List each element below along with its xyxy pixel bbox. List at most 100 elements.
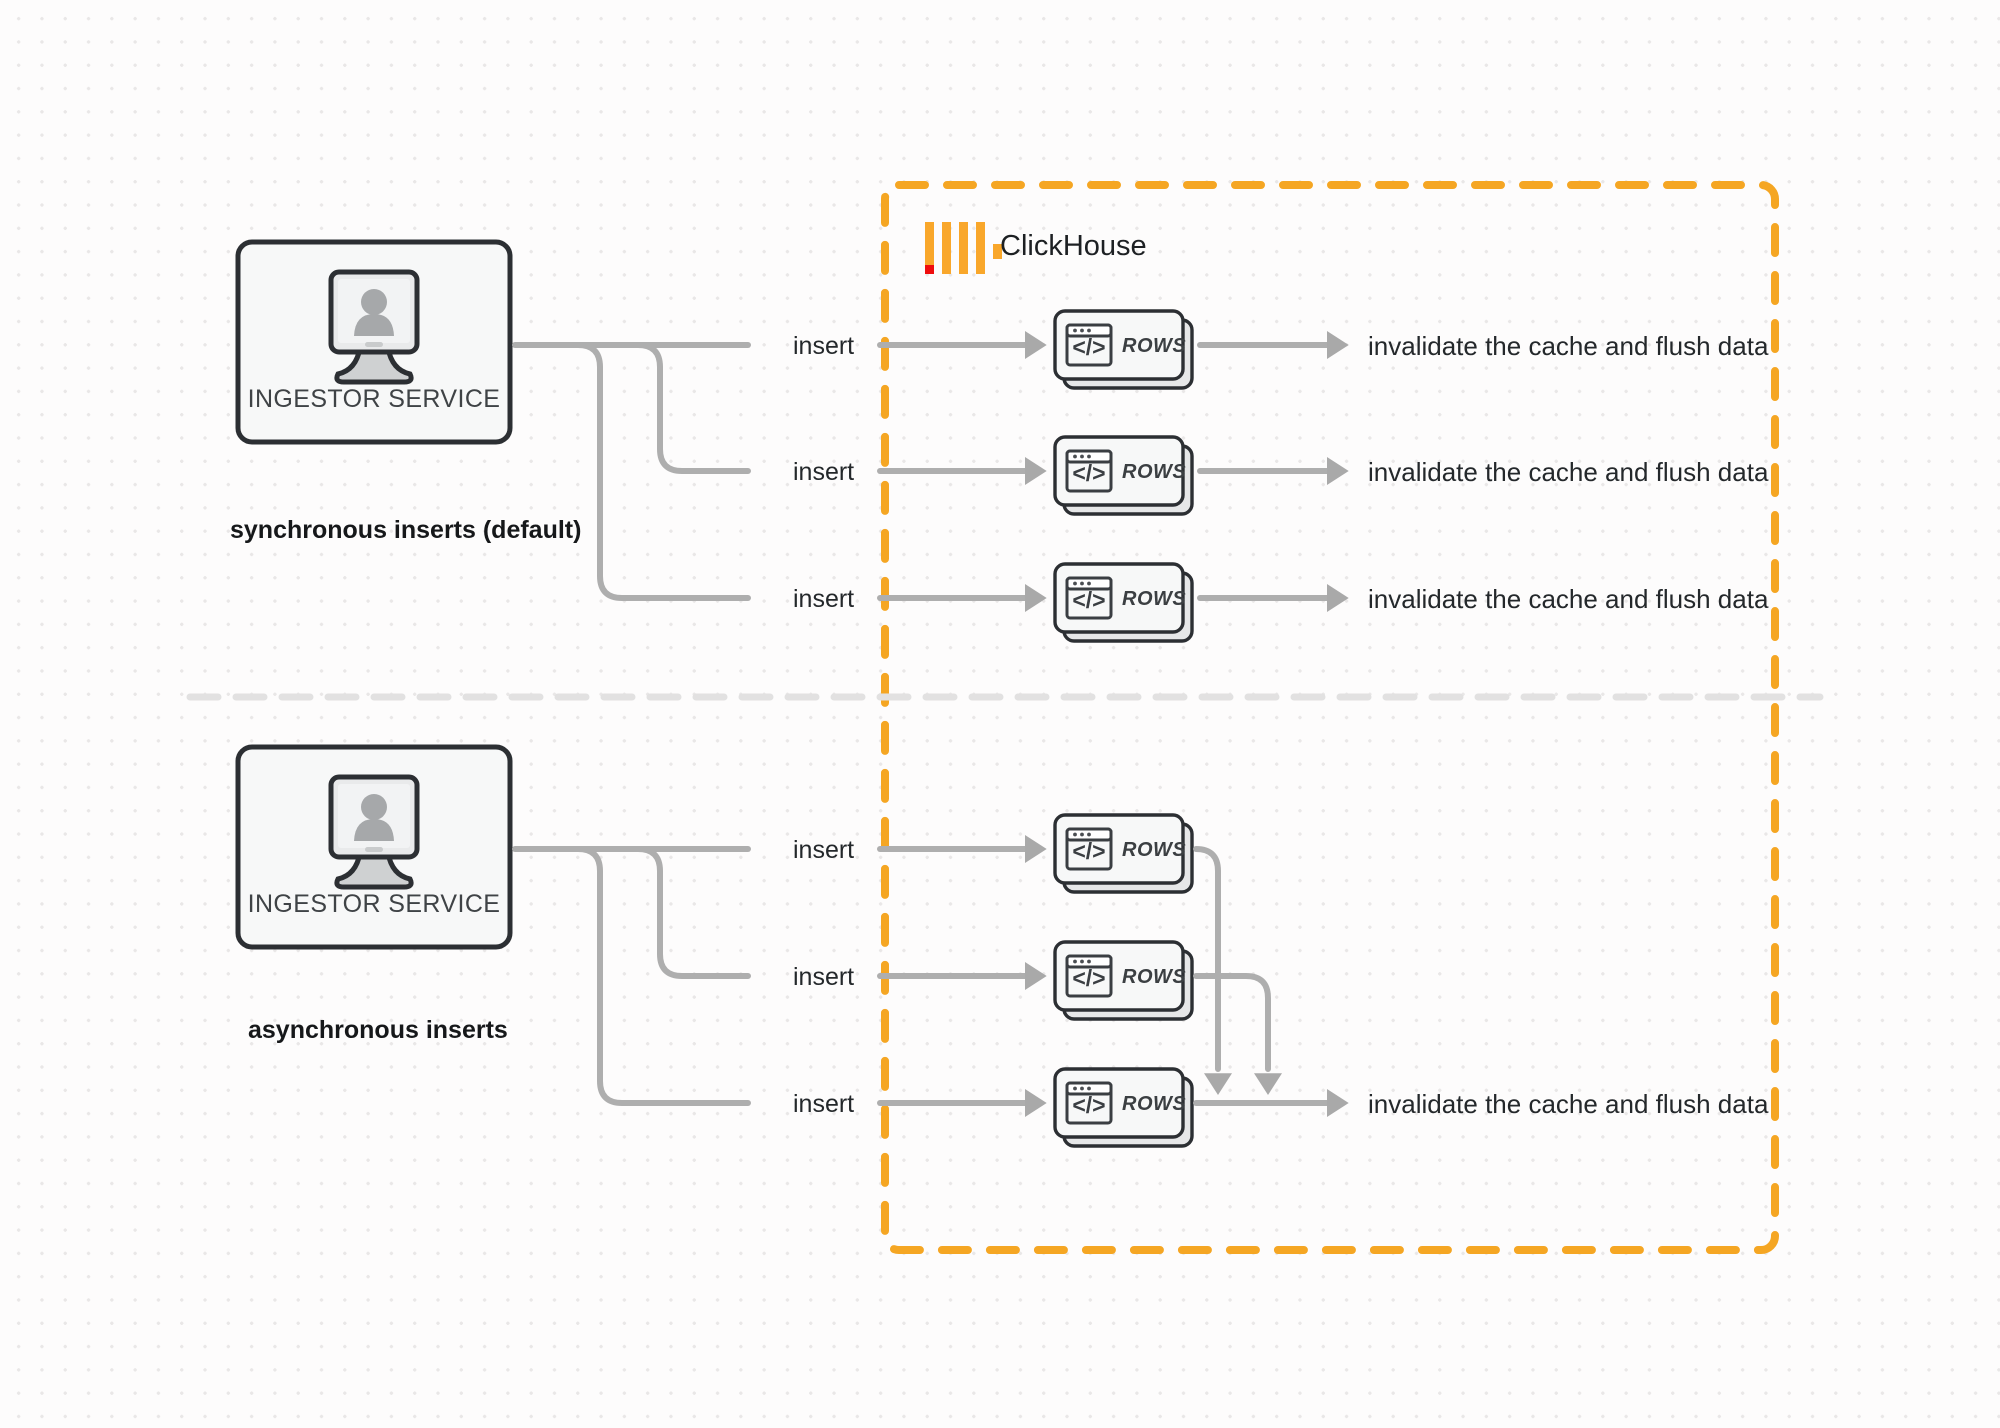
monitor-stand: [334, 345, 414, 385]
window-dot: [1073, 581, 1077, 586]
window-dot: [1087, 1086, 1091, 1091]
window-dot: [1080, 581, 1084, 586]
window-dot: [1073, 832, 1077, 837]
rows-card[interactable]: </> ROWS: [1053, 435, 1194, 516]
window-dot: [1073, 1086, 1077, 1091]
flush-label: invalidate the cache and flush data: [1368, 331, 1769, 361]
arrow-head: [1327, 1089, 1349, 1117]
clickhouse-logo: [925, 222, 1002, 274]
rows-card-label: ROWS: [1122, 839, 1186, 861]
edge-label-insert: insert: [793, 836, 854, 864]
converge-path-row1: [1193, 846, 1221, 1072]
window-dot: [1087, 454, 1091, 459]
arrow-head: [1204, 1073, 1232, 1095]
user-body: [354, 819, 394, 841]
section-label-asynchronous: asynchronous inserts: [248, 1016, 508, 1044]
code-glyph: </>: [1072, 460, 1105, 486]
arrow-head: [1025, 962, 1047, 990]
ingestor-service-label: INGESTOR SERVICE: [248, 890, 501, 918]
rows-card-label: ROWS: [1122, 1093, 1186, 1115]
flow-branch-row3: [575, 342, 751, 601]
section-label-synchronous: synchronous inserts (default): [230, 516, 581, 544]
edge-label-insert: insert: [793, 963, 854, 991]
arrow-head: [1025, 584, 1047, 612]
flow-branch-row2: [635, 846, 751, 979]
rows-card[interactable]: </> ROWS: [1053, 562, 1194, 643]
arrow-head: [1025, 1089, 1047, 1117]
cluster-border: [881, 181, 1779, 1254]
insert-arrow-head: [1025, 584, 1047, 612]
arrow-head: [1254, 1073, 1282, 1095]
code-glyph: </>: [1072, 1092, 1105, 1118]
window-dot: [1080, 328, 1084, 333]
flow-section-synchronous: INGESTOR SERVICE synchronous inserts (def…: [230, 239, 1769, 643]
window-dot: [1080, 959, 1084, 964]
rows-card[interactable]: </> ROWS: [1053, 309, 1194, 390]
code-window-icon: </>: [1065, 827, 1113, 871]
flow-section-asynchronous: INGESTOR SERVICE asynchronous inserts inse…: [235, 744, 1769, 1148]
code-glyph: </>: [1072, 587, 1105, 613]
window-dot: [1073, 454, 1077, 459]
edge-label-insert: insert: [793, 458, 854, 486]
window-dot: [1080, 454, 1084, 459]
logo-bar: [976, 222, 985, 274]
monitor-stand: [334, 850, 414, 890]
window-dot: [1073, 959, 1077, 964]
code-window-icon: </>: [1065, 323, 1113, 367]
logo-bar-small: [993, 244, 1002, 259]
rows-card-label: ROWS: [1122, 461, 1186, 483]
window-dot: [1080, 1086, 1084, 1091]
user-head: [361, 794, 387, 820]
insert-arrow-head: [1025, 962, 1047, 990]
logo-bar: [925, 222, 934, 274]
ingestor-service-label: INGESTOR SERVICE: [248, 385, 501, 413]
flush-arrow-head: [1327, 584, 1349, 612]
monitor-indicator: [365, 847, 383, 852]
arrow-head: [1025, 457, 1047, 485]
flush-label: invalidate the cache and flush data: [1368, 584, 1769, 614]
code-window-icon: </>: [1065, 1081, 1113, 1125]
flush-label: invalidate the cache and flush data: [1368, 457, 1769, 487]
window-dot: [1073, 328, 1077, 333]
code-window-icon: </>: [1065, 449, 1113, 493]
rows-card-label: ROWS: [1122, 966, 1186, 988]
converge-path-row2: [1193, 973, 1271, 1072]
insert-arrow-head: [1025, 331, 1047, 359]
user-head: [361, 289, 387, 315]
logo-bar: [942, 222, 951, 274]
edge-label-insert: insert: [793, 332, 854, 360]
window-dot: [1087, 581, 1091, 586]
arrow-head: [1327, 457, 1349, 485]
converge-arrow-row1: [1204, 1073, 1232, 1095]
clickhouse-cluster: ClickHouse: [881, 181, 1779, 1254]
monitor-indicator: [365, 342, 383, 347]
cluster-title: ClickHouse: [1000, 230, 1147, 262]
flow-branch-row2: [635, 342, 751, 474]
code-window-icon: </>: [1065, 954, 1113, 998]
user-body: [354, 314, 394, 336]
logo-accent: [925, 265, 934, 274]
flush-label: invalidate the cache and flush data: [1368, 1089, 1769, 1119]
insert-arrow-head: [1025, 1089, 1047, 1117]
rows-card[interactable]: </> ROWS: [1053, 813, 1194, 894]
converge-arrow-head: [1327, 1089, 1349, 1117]
window-dot: [1087, 832, 1091, 837]
rows-card[interactable]: </> ROWS: [1053, 1067, 1194, 1148]
arrow-head: [1327, 331, 1349, 359]
arrow-head: [1025, 331, 1047, 359]
monitor-user-icon: [328, 774, 420, 890]
rows-card-label: ROWS: [1122, 335, 1186, 357]
converge-arrow-row2: [1254, 1073, 1282, 1095]
code-window-icon: </>: [1065, 576, 1113, 620]
flow-branch-row3: [575, 846, 751, 1106]
logo-bar: [959, 222, 968, 274]
insert-arrow-head: [1025, 457, 1047, 485]
code-glyph: </>: [1072, 838, 1105, 864]
code-glyph: </>: [1072, 965, 1105, 991]
flush-arrow-head: [1327, 331, 1349, 359]
rows-card[interactable]: </> ROWS: [1053, 940, 1194, 1021]
arrow-head: [1025, 835, 1047, 863]
rows-card-label: ROWS: [1122, 588, 1186, 610]
